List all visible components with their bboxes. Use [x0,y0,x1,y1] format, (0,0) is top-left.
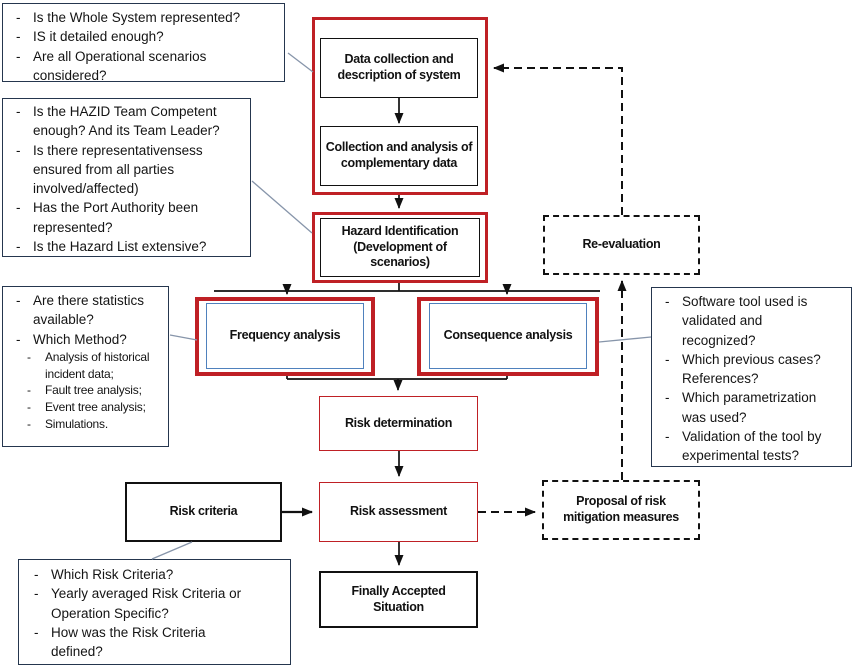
question-item: Are there statistics available? [9,291,160,330]
question-item: How was the Risk Criteria defined? [27,623,260,662]
flow-box-frequency-analysis: Frequency analysis [206,303,364,369]
question-box-hazid-team: Is the HAZID Team Competent enough? And … [2,98,251,257]
question-list: Software tool used is validated and reco… [658,292,831,466]
connector-risk-criteria-box [151,541,193,560]
flow-box-risk-determination: Risk determination [319,396,478,451]
flow-box-hazard-identification: Hazard Identification (Development of sc… [320,218,480,277]
method-option: Analysis of historical incident data; [23,349,160,383]
method-option: Fault tree analysis; [23,382,160,399]
flow-box-proposal-mitigation: Proposal of risk mitigation measures [542,480,700,540]
flow-box-complementary-data: Collection and analysis of complementary… [320,126,478,186]
flow-box-re-evaluation: Re-evaluation [543,215,700,275]
flow-box-data-collection: Data collection and description of syste… [320,38,478,98]
question-item: Is there representativensess ensured fro… [9,141,238,199]
question-list: Is the Whole System represented? IS it d… [9,8,274,85]
question-item: Has the Port Authority been represented? [9,198,238,237]
question-item: Are all Operational scenarios considered… [9,47,274,86]
question-list: Is the HAZID Team Competent enough? And … [9,102,238,257]
method-option: Simulations. [23,416,160,433]
flow-box-risk-criteria: Risk criteria [125,482,282,542]
question-item: Software tool used is validated and reco… [658,292,831,350]
connector-software-tool-box [598,336,652,343]
question-item: Which Method? [9,330,160,350]
question-list: Are there statistics available? Which Me… [9,291,160,349]
question-item: Validation of the tool by experimental t… [658,427,831,466]
question-item: Which Risk Criteria? [27,565,260,585]
connector-statistics-box [169,334,198,341]
method-option: Event tree analysis; [23,399,160,416]
connector-hazid-team-box [251,180,313,234]
question-box-system: Is the Whole System represented? IS it d… [2,3,285,85]
dashed-arrows [478,63,627,517]
connector-system-box [287,52,314,73]
question-box-risk-criteria: Which Risk Criteria? Yearly averaged Ris… [18,559,291,665]
question-list: Which Risk Criteria? Yearly averaged Ris… [27,565,260,661]
question-box-software-tool: Software tool used is validated and reco… [651,287,852,467]
question-item: Is the HAZID Team Competent enough? And … [9,102,238,141]
method-options-list: Analysis of historical incident data; Fa… [9,349,160,433]
question-item: Is the Hazard List extensive? [9,237,238,257]
question-item: Yearly averaged Risk Criteria or Operati… [27,584,260,623]
question-box-statistics: Are there statistics available? Which Me… [2,286,169,447]
question-item: Is the Whole System represented? [9,8,274,28]
question-item: IS it detailed enough? [9,27,274,47]
flow-box-finally-accepted-situation: Finally Accepted Situation [319,571,478,628]
question-item: Which previous cases? References? [658,350,831,389]
flow-box-risk-assessment: Risk assessment [319,482,478,542]
question-item: Which parametrization was used? [658,388,831,427]
flow-box-consequence-analysis: Consequence analysis [429,303,587,369]
arrow-reevaluation-to-datacollection [493,63,623,215]
